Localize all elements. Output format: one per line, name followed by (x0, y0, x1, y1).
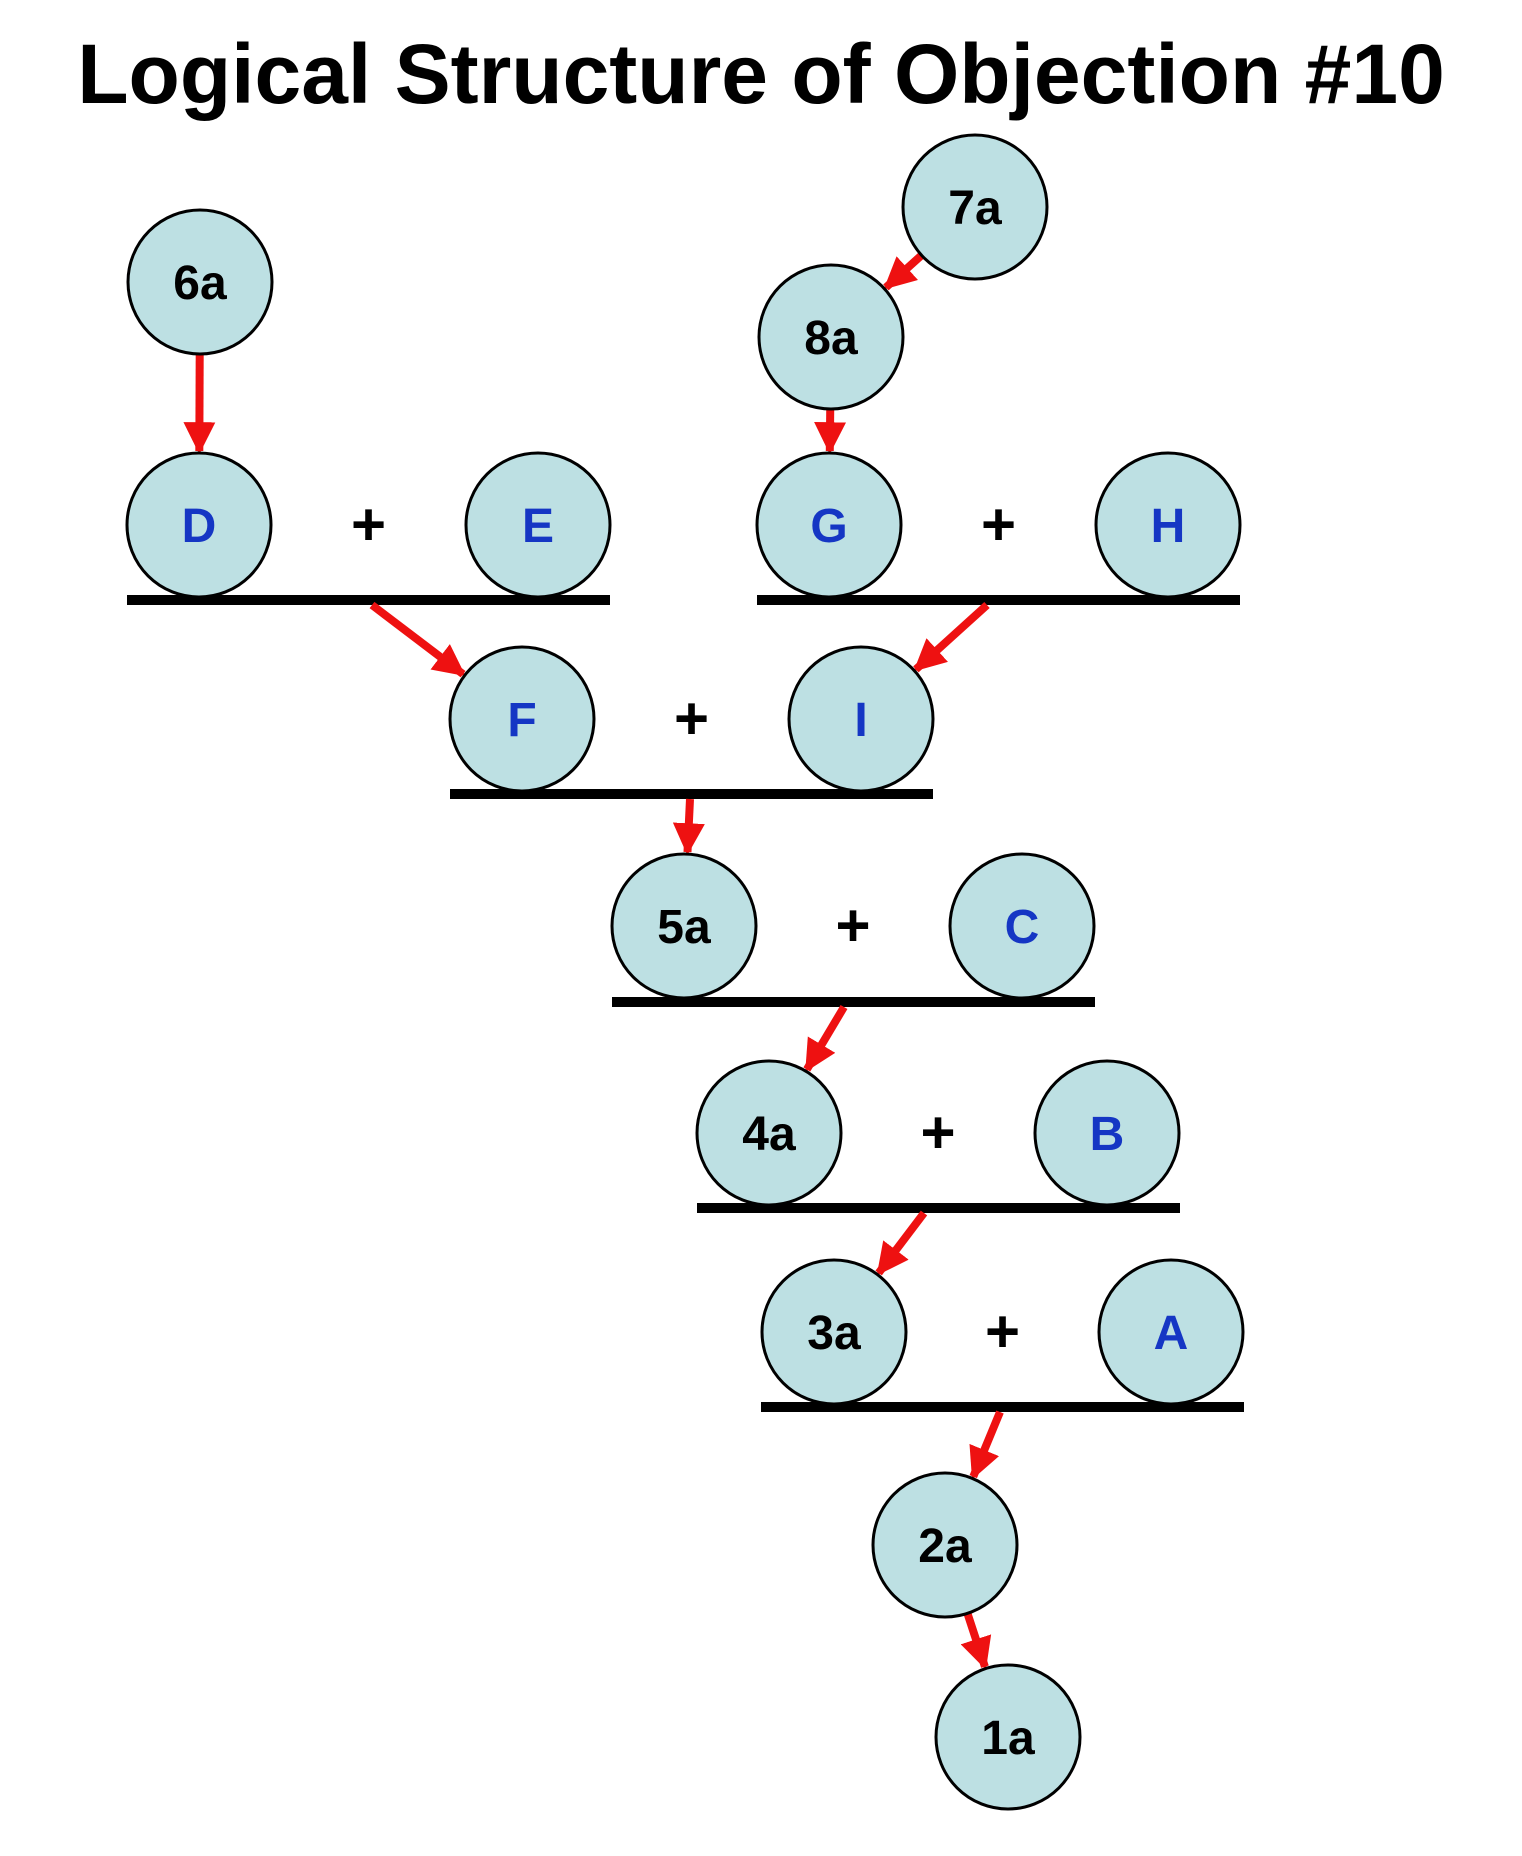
node-circle (464, 451, 612, 599)
plus-operator: + (835, 892, 870, 959)
node-circle (755, 451, 903, 599)
node-4a: 4a (695, 1059, 843, 1207)
arrow-gh-to-i (913, 602, 990, 673)
node-circle (757, 263, 905, 411)
arrow-2a-to-1a (960, 1612, 992, 1670)
node-1a: 1a (934, 1663, 1082, 1811)
node-label: 7a (948, 182, 1002, 235)
node-2a: 2a (871, 1471, 1019, 1619)
node-label: F (507, 694, 536, 747)
node-h: H (1094, 451, 1242, 599)
node-circle (901, 133, 1049, 281)
node-b: B (1033, 1059, 1181, 1207)
node-circle (125, 451, 273, 599)
node-i: I (787, 645, 935, 793)
arrow-5ac-to-4a (803, 1004, 848, 1073)
nodes-layer: 6a 7a 8aD E G H F I 5a C 4a B 3a A 2a 1a (125, 133, 1245, 1811)
edges-layer (183, 252, 1004, 1670)
node-g: G (755, 451, 903, 599)
node-label: G (810, 500, 847, 553)
node-f: F (448, 645, 596, 793)
arrow-de-to-f (369, 601, 466, 678)
node-circle (948, 852, 1096, 1000)
node-label: I (854, 694, 867, 747)
node-label: 3a (807, 1307, 861, 1360)
node-circle (760, 1258, 908, 1406)
plus-operator: + (985, 1298, 1020, 1365)
node-3a: 3a (760, 1258, 908, 1406)
arrow-4ab-to-3a (875, 1210, 928, 1276)
plus-operator: + (981, 491, 1016, 558)
diagram-title: Logical Structure of Objection #10 (77, 27, 1445, 121)
node-label: 5a (657, 901, 711, 954)
node-circle (610, 852, 758, 1000)
node-label: E (522, 500, 554, 553)
arrow-fi-to-5a (672, 798, 705, 856)
node-circle (871, 1471, 1019, 1619)
node-label: D (182, 500, 217, 553)
node-5a: 5a (610, 852, 758, 1000)
arrow-3aa-to-2a (969, 1410, 1004, 1480)
bars-layer (127, 595, 1244, 1412)
node-c: C (948, 852, 1096, 1000)
node-circle (934, 1663, 1082, 1811)
node-label: 8a (804, 312, 858, 365)
plus-operator: + (674, 685, 709, 752)
node-a: A (1097, 1258, 1245, 1406)
node-circle (448, 645, 596, 793)
plus-operator: + (920, 1099, 955, 1166)
operators-layer: + + + + + + (351, 491, 1020, 1365)
node-circle (126, 208, 274, 356)
node-label: 4a (742, 1108, 796, 1161)
node-label: 2a (918, 1520, 972, 1573)
node-label: 6a (173, 257, 227, 310)
node-label: 1a (981, 1712, 1035, 1765)
node-8a: 8a (757, 263, 905, 411)
arrow-7a-to-8a (883, 252, 925, 291)
plus-operator: + (351, 491, 386, 558)
node-circle (1094, 451, 1242, 599)
node-label: H (1151, 500, 1186, 553)
node-circle (1033, 1059, 1181, 1207)
node-label: A (1154, 1307, 1189, 1360)
node-label: B (1090, 1108, 1125, 1161)
node-d: D (125, 451, 273, 599)
node-circle (1097, 1258, 1245, 1406)
node-7a: 7a (901, 133, 1049, 281)
node-circle (695, 1059, 843, 1207)
node-label: C (1005, 901, 1040, 954)
node-circle (787, 645, 935, 793)
node-6a: 6a (126, 208, 274, 356)
node-e: E (464, 451, 612, 599)
